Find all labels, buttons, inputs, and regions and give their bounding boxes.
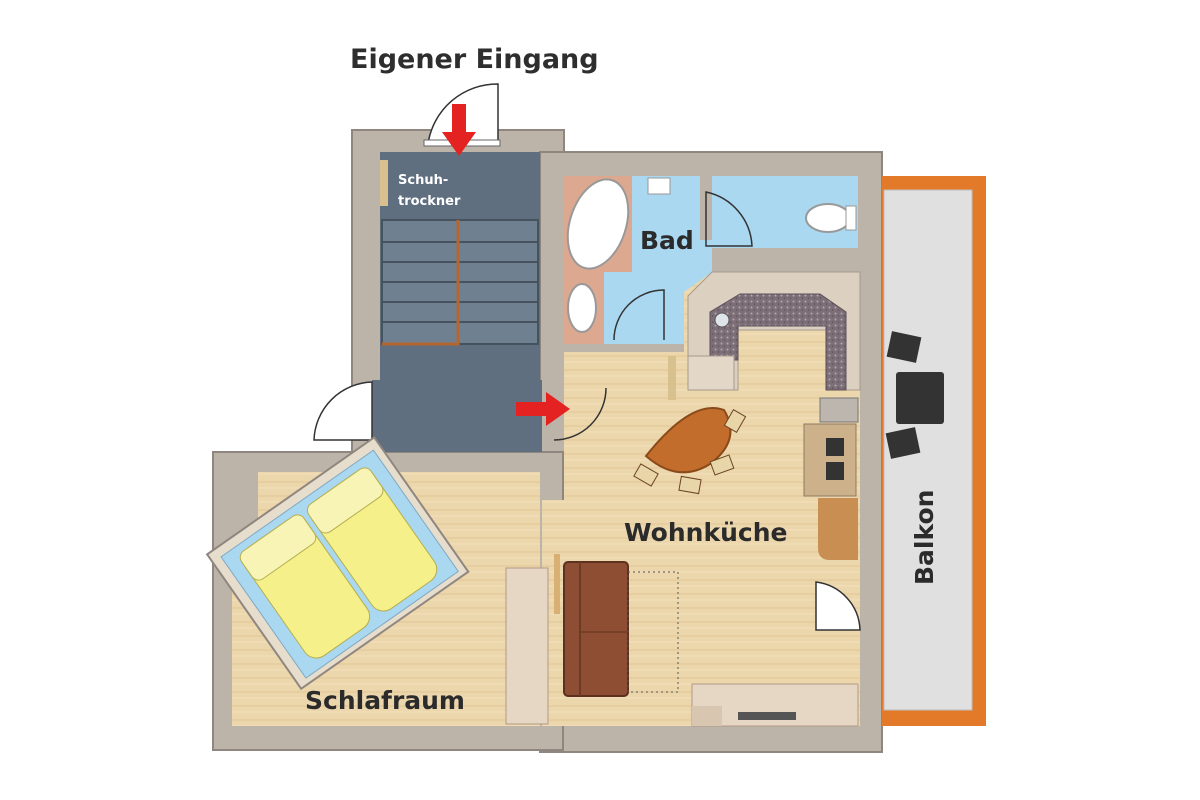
stairwell-side-door	[313, 381, 373, 441]
bathroom-door-2	[613, 289, 665, 341]
bathtub	[566, 178, 630, 270]
stove	[819, 397, 859, 423]
bathroom	[564, 176, 858, 344]
entrance-label: Eigener Eingang	[350, 44, 599, 75]
shoe-dryer-line2: trockner	[398, 194, 461, 209]
stair-handrail	[382, 220, 460, 346]
balcony-chair-bottom	[885, 427, 921, 459]
balcony	[882, 176, 986, 726]
sideboard	[691, 683, 859, 727]
entry-arrow-icon	[516, 392, 570, 426]
living-room-door	[553, 387, 607, 441]
double-bed	[205, 435, 470, 691]
shoe-dryer-label: Schuh- trockner	[398, 170, 460, 212]
bathroom-label: Bad	[640, 226, 694, 255]
oven	[803, 423, 857, 497]
dining-table	[633, 406, 747, 495]
shoe-dryer-line1: Schuh-	[398, 173, 449, 188]
stairs	[381, 219, 539, 345]
toilet	[805, 203, 851, 233]
balcony-table	[896, 372, 944, 424]
shower-tray	[647, 177, 671, 195]
bedroom-label: Schlafraum	[305, 686, 465, 715]
lamp-pole	[554, 554, 560, 614]
coffee-table-outline	[627, 571, 679, 693]
living-kitchen-floor	[564, 272, 860, 726]
shoe-dryer	[380, 160, 388, 206]
sink-icon	[714, 312, 730, 328]
wardrobe	[505, 567, 549, 725]
living-kitchen-label: Wohnküche	[624, 518, 788, 547]
balcony-door	[815, 581, 861, 631]
entrance-arrow	[442, 104, 476, 156]
bathroom-door	[705, 191, 753, 247]
stairwell	[372, 152, 542, 452]
washbasin	[567, 283, 597, 333]
balcony-chair-top	[886, 331, 922, 363]
sofa	[563, 561, 629, 697]
balcony-label: Balkon	[910, 489, 939, 585]
